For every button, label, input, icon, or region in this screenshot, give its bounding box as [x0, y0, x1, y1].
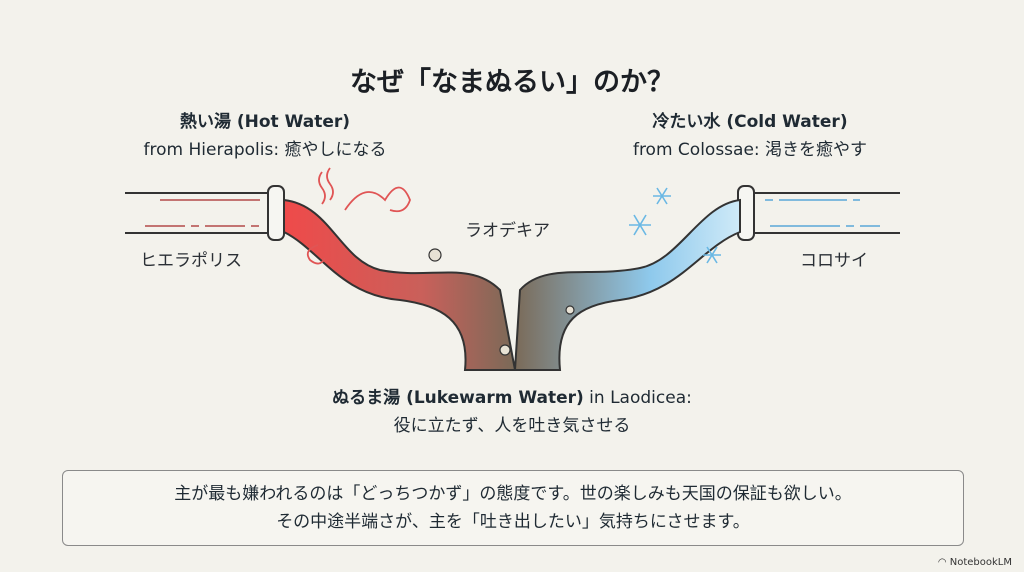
hot-stream: [283, 198, 517, 371]
lukewarm-label: ぬるま湯 (Lukewarm Water) in Laodicea: 役に立たず…: [212, 384, 812, 440]
hot-label: 熱い湯 (Hot Water) from Hierapolis: 癒やしになる: [105, 108, 425, 164]
lukewarm-desc: 役に立たず、人を吐き気させる: [393, 416, 631, 436]
hot-desc: from Hierapolis: 癒やしになる: [143, 140, 387, 160]
sediment: [428, 248, 575, 356]
notebooklm-brand: ◠ NotebookLM: [938, 557, 1012, 568]
slide-title: なぜ「なまぬるい」のか？: [350, 67, 674, 98]
cold-stream: [513, 198, 741, 371]
cold-desc: from Colossae: 渇きを癒やす: [632, 140, 868, 160]
notebooklm-logo-icon: ◠: [937, 557, 950, 568]
hot-pipe: [125, 185, 285, 241]
steam-icon: [306, 167, 411, 265]
message-line-2: その中途半端さが、主を「吐き出したい」気持ちにさせます。: [276, 512, 750, 532]
snowflake-icon: [629, 187, 721, 264]
message-box: 主が最も嫌われるのは「どっちつかず」の態度です。世の楽しみも天国の保証も欲しい。…: [62, 470, 964, 546]
hot-heading: 熱い湯 (Hot Water): [179, 112, 351, 132]
cold-heading: 冷たい水 (Cold Water): [652, 112, 848, 132]
cold-pipe: [737, 185, 900, 241]
cold-label: 冷たい水 (Cold Water) from Colossae: 渇きを癒やす: [590, 108, 910, 164]
colossae-label: コロサイ: [800, 251, 868, 271]
brand-text: NotebookLM: [949, 557, 1012, 568]
lukewarm-suffix: in Laodicea:: [583, 388, 692, 408]
hierapolis-label: ヒエラポリス: [140, 251, 242, 271]
laodicea-label: ラオデキア: [465, 221, 550, 241]
lukewarm-heading: ぬるま湯 (Lukewarm Water): [332, 388, 584, 408]
message-line-1: 主が最も嫌われるのは「どっちつかず」の態度です。世の楽しみも天国の保証も欲しい。: [174, 484, 852, 504]
